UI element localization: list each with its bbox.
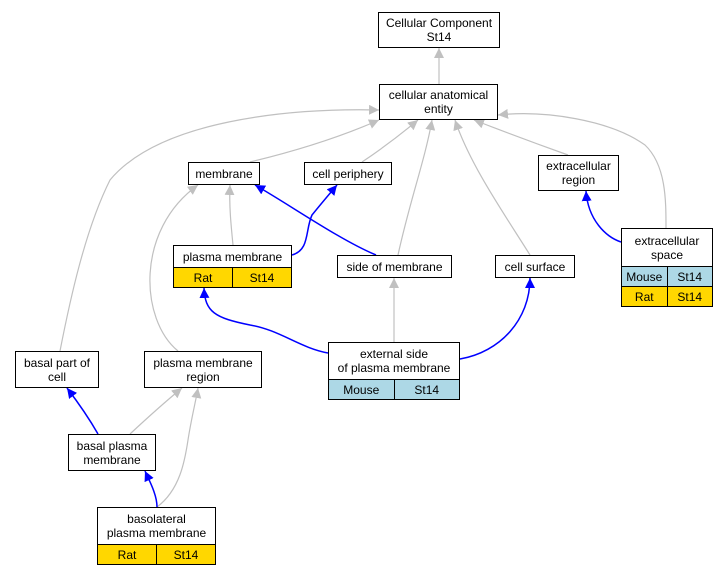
species-tag-rat: Rat xyxy=(174,268,232,287)
node-label: side of membrane xyxy=(346,259,443,274)
species-row: Mouse St14 xyxy=(622,266,712,286)
node-label: cellular anatomical entity xyxy=(388,88,489,116)
species-row: Rat St14 xyxy=(174,267,291,287)
edge-part-of-ext-side-pm-to-cell-surface xyxy=(459,277,535,360)
edge-is-a-basolateral-pm-to-pm-region xyxy=(156,387,202,508)
edge-is-a-extracell-region-to-cell-anat xyxy=(473,118,569,156)
edge-is-a-side-membrane-to-cell-anat xyxy=(397,119,436,256)
node-label: plasma membrane region xyxy=(153,355,253,384)
edge-is-a-basal-part-to-cell-anat xyxy=(59,104,380,352)
node-label: cell surface xyxy=(504,259,566,274)
node-side-of-membrane[interactable]: side of membrane xyxy=(337,255,452,278)
edge-part-of-basolateral-pm-to-basal-pm xyxy=(144,470,158,508)
node-membrane[interactable]: membrane xyxy=(188,162,260,185)
species-tag-rat: Rat xyxy=(622,287,667,306)
node-label: external side of plasma membrane xyxy=(337,347,451,375)
edge-part-of-side-membrane-to-membrane xyxy=(254,184,377,256)
node-label: membrane xyxy=(195,166,253,181)
node-basal-plasma-membrane[interactable]: basal plasma membrane xyxy=(68,434,156,471)
gene-tag-st14: St14 xyxy=(666,287,712,306)
edge-is-a-extracell-space-to-cell-anat xyxy=(497,108,667,229)
node-cell-surface[interactable]: cell surface xyxy=(495,255,575,278)
node-cellular-anatomical-entity[interactable]: cellular anatomical entity xyxy=(379,84,498,120)
gene-tag-st14: St14 xyxy=(393,380,459,399)
edge-part-of-basal-pm-to-basal-part xyxy=(66,387,99,435)
node-external-side-of-plasma-membrane[interactable]: external side of plasma membrane Mouse S… xyxy=(328,342,460,400)
edges-layer xyxy=(59,48,667,508)
node-label: plasma membrane xyxy=(182,249,283,264)
node-cellular-component[interactable]: Cellular Component St14 xyxy=(378,12,500,48)
gene-tag-st14: St14 xyxy=(232,268,291,287)
node-cell-periphery[interactable]: cell periphery xyxy=(304,162,392,185)
node-basolateral-plasma-membrane[interactable]: basolateral plasma membrane Rat St14 xyxy=(97,507,216,565)
node-extracellular-region[interactable]: extracellular region xyxy=(538,155,619,191)
node-label: basal plasma membrane xyxy=(76,438,148,467)
edge-is-a-membrane-to-cell-anat xyxy=(249,119,380,163)
gene-tag-st14: St14 xyxy=(666,267,712,286)
edge-is-a-pm-region-to-membrane xyxy=(149,184,199,352)
species-row: Mouse St14 xyxy=(329,379,459,399)
node-extracellular-space[interactable]: extracellular space Mouse St14 Rat St14 xyxy=(621,228,713,307)
node-plasma-membrane[interactable]: plasma membrane Rat St14 xyxy=(173,245,292,288)
node-label: cell periphery xyxy=(312,166,384,181)
species-tag-rat: Rat xyxy=(98,545,156,564)
gene-tag-st14: St14 xyxy=(156,545,215,564)
species-row: Rat St14 xyxy=(98,544,215,564)
node-label: basolateral plasma membrane xyxy=(106,512,207,540)
species-tag-mouse: Mouse xyxy=(622,267,667,286)
species-tag-mouse: Mouse xyxy=(329,380,394,399)
node-label: extracellular region xyxy=(546,159,611,187)
species-row: Rat St14 xyxy=(622,286,712,306)
edge-part-of-extracell-space-to-extracell-region xyxy=(581,190,622,243)
node-label: Cellular Component St14 xyxy=(385,16,493,44)
edge-is-a-cell-periphery-to-cell-anat xyxy=(361,119,419,163)
node-label: basal part of cell xyxy=(23,355,91,384)
node-plasma-membrane-region[interactable]: plasma membrane region xyxy=(144,351,262,388)
edge-is-a-cell-surface-to-cell-anat xyxy=(453,119,531,256)
node-basal-part-of-cell[interactable]: basal part of cell xyxy=(15,351,99,388)
edge-is-a-basal-pm-to-pm-region xyxy=(129,387,183,435)
edge-is-a-plasma-membrane-to-membrane xyxy=(224,184,235,246)
node-label: extracellular space xyxy=(634,233,700,262)
edge-part-of-ext-side-pm-to-plasma-membrane xyxy=(199,287,329,354)
edge-part-of-plasma-membrane-to-cell-periphery xyxy=(291,184,338,256)
